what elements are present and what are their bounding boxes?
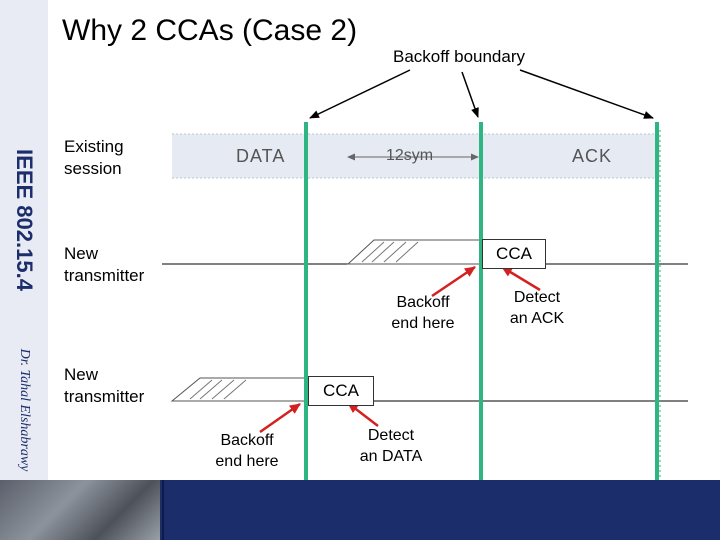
row-label-new-transmitter-2: New transmitter: [64, 365, 145, 406]
red-arrow-detect-data: [347, 402, 379, 427]
footer-divider: [162, 480, 164, 540]
row-label-existing-session: Existing session: [64, 137, 124, 178]
backoff-boundary-label: Backoff boundary: [393, 47, 525, 66]
boundary-arrow-3: [519, 69, 654, 119]
note-detect-ack: Detect an ACK: [509, 289, 565, 327]
boundary-arrow-1: [309, 69, 411, 119]
row-label-new-transmitter-1: New transmitter: [64, 244, 145, 285]
ack-frame-label: ACK: [572, 146, 613, 166]
data-frame-label: DATA: [236, 146, 286, 166]
red-arrow-detect-ack: [501, 265, 541, 292]
red-arrow-backoff-row2: [431, 265, 476, 298]
footer-image: [0, 480, 160, 540]
slide-title: Why 2 CCAs (Case 2): [62, 14, 358, 47]
red-arrow-backoff-row3: [259, 402, 301, 434]
cca-box-row2: CCA: [482, 239, 546, 269]
cca-box-row3: CCA: [308, 376, 374, 406]
note-detect-data: Detect an DATA: [359, 427, 423, 465]
side-panel: [0, 0, 48, 480]
boundary-arrow-2: [461, 71, 479, 118]
note-backoff-end-row2: Backoff end here: [391, 294, 455, 332]
gap-12sym-label: 12sym: [386, 147, 434, 164]
note-backoff-end-row3: Backoff end here: [215, 432, 279, 470]
